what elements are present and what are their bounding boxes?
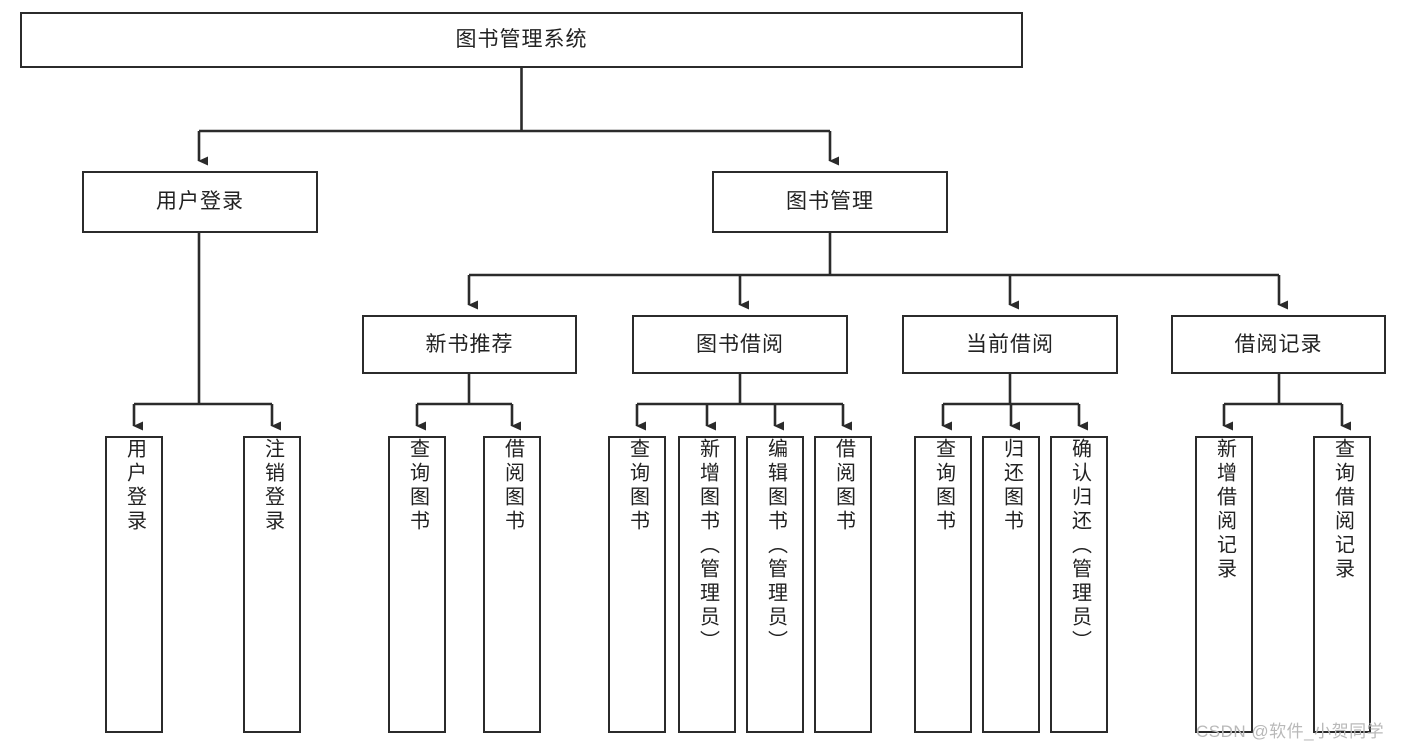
- node-book-borrow-label: 图书借阅: [696, 332, 784, 356]
- node-leaf-confirm-return-label: 确认归还（管理员）: [1068, 438, 1091, 654]
- node-leaf-add-record-label: 新增借阅记录: [1213, 438, 1236, 582]
- node-leaf-edit-book[interactable]: 编辑图书（管理员）: [746, 436, 804, 733]
- node-leaf-user-login[interactable]: 用户登录: [105, 436, 163, 733]
- node-leaf-query-book-3[interactable]: 查询图书: [914, 436, 972, 733]
- node-leaf-return-book-label: 归还图书: [1000, 438, 1023, 534]
- node-leaf-query-book-3-label: 查询图书: [932, 438, 955, 534]
- node-leaf-add-book[interactable]: 新增图书（管理员）: [678, 436, 736, 733]
- node-borrow-record-label: 借阅记录: [1234, 332, 1323, 356]
- node-book-manage-label: 图书管理: [786, 190, 874, 214]
- node-current-borrow[interactable]: 当前借阅: [902, 315, 1118, 374]
- edges-userlogin-to-leaves: [132, 233, 281, 431]
- node-leaf-borrow-book-1[interactable]: 借阅图书: [483, 436, 541, 733]
- edges-root-to-level2: [197, 68, 839, 166]
- node-leaf-query-book-1-label: 查询图书: [406, 438, 429, 534]
- node-leaf-query-book-2-label: 查询图书: [626, 438, 649, 534]
- node-user-login-label: 用户登录: [156, 190, 244, 214]
- node-leaf-user-login-label: 用户登录: [123, 438, 146, 534]
- node-user-login[interactable]: 用户登录: [82, 171, 318, 233]
- node-borrow-record[interactable]: 借阅记录: [1171, 315, 1386, 374]
- node-leaf-borrow-book-1-label: 借阅图书: [501, 438, 524, 534]
- node-root-system[interactable]: 图书管理系统: [20, 12, 1023, 68]
- node-book-manage[interactable]: 图书管理: [712, 171, 948, 233]
- node-leaf-query-book-2[interactable]: 查询图书: [608, 436, 666, 733]
- edges-newbook-to-leaves: [415, 374, 521, 431]
- node-new-book-recommend-label: 新书推荐: [425, 332, 514, 356]
- node-leaf-borrow-book-2-label: 借阅图书: [832, 438, 855, 534]
- node-leaf-borrow-book-2[interactable]: 借阅图书: [814, 436, 872, 733]
- node-leaf-add-book-label: 新增图书（管理员）: [696, 438, 719, 654]
- node-book-borrow[interactable]: 图书借阅: [632, 315, 848, 374]
- edges-bookmanage-to-level3: [467, 233, 1288, 310]
- edges-borrowrecord-to-leaves: [1222, 374, 1351, 431]
- node-leaf-return-book[interactable]: 归还图书: [982, 436, 1040, 733]
- edges-bookborrow-to-leaves: [635, 374, 852, 431]
- node-leaf-query-record-label: 查询借阅记录: [1331, 438, 1354, 582]
- node-current-borrow-label: 当前借阅: [966, 332, 1054, 356]
- csdn-watermark: CSDN @软件_小贺同学: [1196, 722, 1385, 741]
- node-leaf-confirm-return[interactable]: 确认归还（管理员）: [1050, 436, 1108, 733]
- node-root-label: 图书管理系统: [455, 28, 588, 52]
- node-leaf-query-book-1[interactable]: 查询图书: [388, 436, 446, 733]
- node-leaf-user-logout-label: 注销登录: [261, 438, 284, 534]
- node-new-book-recommend[interactable]: 新书推荐: [362, 315, 577, 374]
- node-leaf-edit-book-label: 编辑图书（管理员）: [764, 438, 787, 654]
- node-leaf-query-record[interactable]: 查询借阅记录: [1313, 436, 1371, 733]
- node-leaf-user-logout[interactable]: 注销登录: [243, 436, 301, 733]
- node-leaf-add-record[interactable]: 新增借阅记录: [1195, 436, 1253, 733]
- edges-currentborrow-to-leaves: [941, 374, 1088, 431]
